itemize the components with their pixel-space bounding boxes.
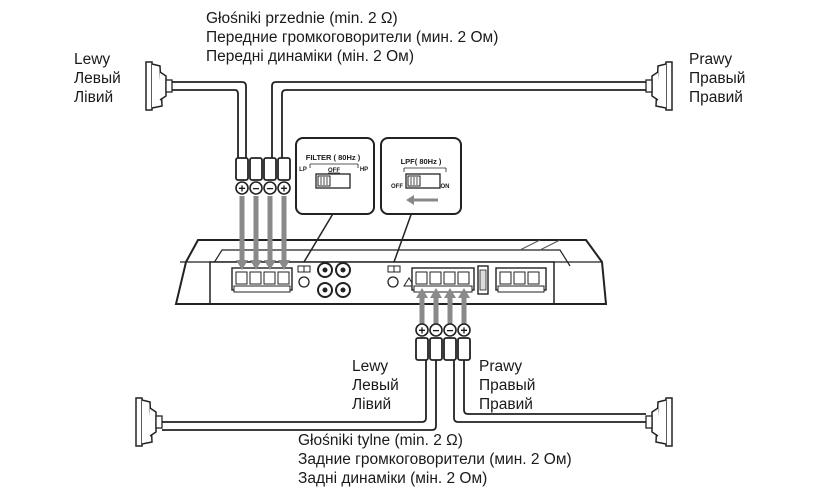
rear-minus-1: −	[429, 323, 443, 338]
lpf-off: OFF	[391, 184, 403, 190]
left-label-line-2: Левый	[74, 70, 121, 87]
filter-title: FILTER ( 80Hz )	[306, 153, 361, 162]
left-label-line-1: Lewy	[74, 51, 111, 68]
front-wires	[172, 81, 646, 181]
front-plus-1: +	[235, 181, 249, 196]
front-speakers-label: Głośniki przednie (min. 2 Ω) Передние гр…	[206, 9, 498, 66]
svg-text:+: +	[460, 324, 467, 338]
svg-text:−: −	[252, 182, 259, 196]
front-minus-2: −	[263, 181, 277, 196]
fuse	[477, 265, 489, 295]
rear-speakers-line-3: Задні динаміки (мін. 2 Ом)	[298, 470, 488, 487]
speaker-front-left	[145, 61, 173, 111]
rear-right-line-1: Prawy	[479, 358, 523, 375]
rear-speakers-label: Głośniki tylne (min. 2 Ω) Задние громког…	[298, 431, 572, 488]
rear-left-line-1: Lewy	[352, 358, 389, 375]
front-minus-1: −	[249, 181, 263, 196]
speaker-front-right	[645, 61, 673, 111]
lpf-callout: LPF( 80Hz ) OFF ON	[380, 137, 462, 263]
front-left-label: Lewy Левый Лівий	[74, 50, 121, 107]
rear-left-line-2: Левый	[352, 377, 399, 394]
rear-speakers-line-1: Głośniki tylne (min. 2 Ω)	[298, 432, 463, 449]
speaker-rear-right	[645, 397, 673, 447]
right-label-line-3: Правий	[689, 89, 743, 106]
filter-callout: FILTER ( 80Hz ) LP OFF HP	[295, 137, 375, 263]
front-speakers-line-1: Głośniki przednie (min. 2 Ω)	[206, 10, 398, 27]
front-speakers-line-3: Передні динаміки (мін. 2 Ом)	[206, 48, 414, 65]
speaker-rear-left	[135, 397, 163, 447]
lpf-direction-arrow	[406, 195, 438, 205]
rear-right-line-2: Правый	[479, 377, 536, 394]
filter-off: OFF	[328, 168, 340, 174]
rear-left-label: Lewy Левый Лівий	[352, 357, 399, 414]
rear-speakers-line-2: Задние громкоговорители (мин. 2 Ом)	[298, 451, 572, 468]
front-speaker-terminal	[231, 267, 293, 293]
filter-switch-on-amp	[297, 265, 311, 288]
rear-right-line-3: Правий	[479, 396, 533, 413]
rear-minus-2: −	[443, 323, 457, 338]
front-plus-2: +	[277, 181, 291, 196]
rear-polarity-markers: + − − +	[415, 323, 471, 338]
svg-text:−: −	[432, 324, 439, 338]
svg-text:+: +	[418, 324, 425, 338]
front-arrows	[236, 196, 290, 270]
lpf-on: ON	[441, 184, 450, 190]
right-label-line-1: Prawy	[689, 51, 733, 68]
rca-inputs	[317, 262, 351, 298]
filter-hp: HP	[360, 167, 368, 173]
front-right-label: Prawy Правый Правий	[689, 50, 745, 107]
svg-text:+: +	[280, 182, 287, 196]
rear-right-label: Prawy Правый Правий	[479, 357, 535, 414]
filter-lp: LP	[299, 167, 307, 173]
right-label-line-2: Правый	[689, 70, 746, 87]
left-label-line-3: Лівий	[74, 89, 114, 106]
svg-text:+: +	[238, 182, 245, 196]
rear-arrows	[416, 288, 470, 324]
rear-speaker-terminal	[411, 267, 475, 293]
rear-plus-1: +	[415, 323, 429, 338]
front-polarity-markers: + − − +	[235, 181, 291, 196]
svg-text:−: −	[266, 182, 273, 196]
rear-plus-2: +	[457, 323, 471, 338]
front-speakers-line-2: Передние громкоговорители (мин. 2 Ом)	[206, 29, 499, 46]
rear-wires	[162, 337, 646, 431]
lpf-title: LPF( 80Hz )	[401, 157, 442, 166]
power-terminal	[495, 267, 547, 293]
svg-text:−: −	[446, 324, 453, 338]
rear-left-line-3: Лівий	[352, 396, 392, 413]
